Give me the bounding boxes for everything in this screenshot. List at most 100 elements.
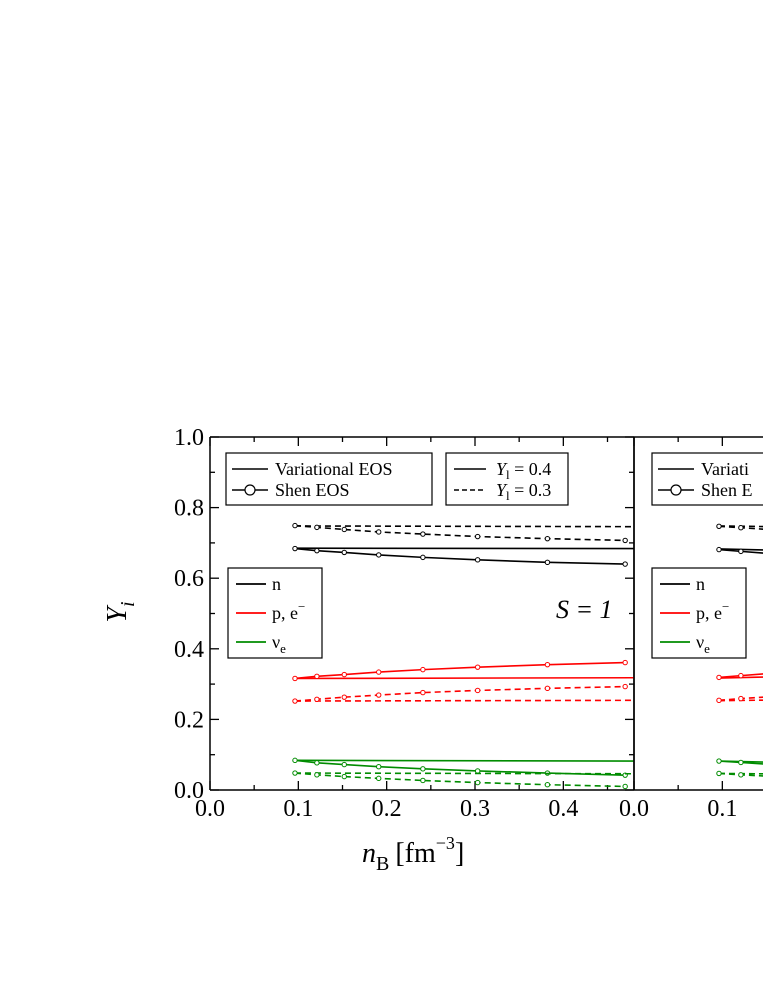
legend-yl-prefix: Y (496, 459, 508, 479)
shen-point (544, 685, 551, 692)
x-axis-label-unit: [fm (395, 838, 436, 869)
shen-point (376, 764, 382, 770)
shen-point (544, 661, 551, 668)
x-axis-label-main: n (362, 838, 376, 869)
shen-point (292, 522, 298, 529)
shen-point (622, 537, 628, 544)
shen-point (738, 772, 744, 778)
series-p-yl04-variational (294, 676, 634, 680)
shen-point (420, 777, 426, 784)
y-tick-label: 0.4 (174, 637, 204, 663)
y-tick-label: 0.2 (174, 707, 204, 733)
legend-model-box (225, 452, 433, 506)
x-tick-label: 0.2 (372, 796, 402, 822)
shen-point (738, 672, 744, 679)
y-tick-label: 0.8 (174, 496, 204, 522)
legend-yl-label: Yl = 0.3 (496, 480, 551, 503)
shen-point (314, 673, 320, 680)
shen-point (716, 674, 722, 681)
legend-species-label: n (272, 574, 281, 594)
legend-yl-prefix: Y (496, 480, 508, 500)
shen-point (474, 664, 481, 670)
y-axis-label: Yi (102, 601, 139, 622)
legend-yl-suffix: = 0.4 (510, 459, 552, 479)
legend-model-label: Shen E (701, 480, 753, 500)
legend-yl-sub: l (506, 467, 510, 482)
shen-point (420, 766, 426, 772)
legend-circle-sample (670, 484, 682, 496)
shen-point (544, 535, 551, 542)
shen-point (314, 547, 320, 554)
legend-species: np, e−νe (227, 567, 323, 659)
shen-point (341, 671, 347, 678)
y-axis-label-main: Y (102, 604, 133, 623)
series-p-yl04-shen (294, 661, 626, 680)
x-tick-label: 0.0 (195, 796, 225, 822)
shen-point (544, 782, 551, 788)
shen-point (474, 779, 481, 786)
series-nu_e-yl04-variational (294, 759, 634, 762)
shen-point (341, 526, 347, 533)
shen-point (376, 529, 382, 535)
shen-point (341, 549, 347, 556)
legend-yl: Yl = 0.4Yl = 0.3 (445, 452, 569, 506)
legend-species: n p, e− νe (651, 567, 747, 659)
legend-species-label: νe (696, 632, 710, 656)
legend-yl-label: Yl = 0.4 (496, 459, 551, 482)
legend-species-label: p, e− (272, 599, 305, 623)
shen-point (292, 545, 298, 552)
y-tick-label: 0.6 (174, 566, 204, 592)
shen-point (314, 760, 320, 766)
shen-point (292, 757, 298, 764)
shen-point (420, 531, 426, 537)
shen-point (376, 775, 382, 782)
legend-model-label: Variational EOS (275, 459, 392, 479)
legend-yl-box (445, 452, 569, 506)
x-axis-label-exp: −3 (436, 833, 455, 853)
legend-species-text: ν (272, 632, 280, 652)
legend-species-label: n (696, 574, 705, 594)
legend-yl-sub: l (506, 488, 510, 503)
series-group (716, 523, 763, 778)
legend-yl-suffix: = 0.3 (510, 480, 552, 500)
shen-point (716, 546, 722, 553)
shen-point (622, 561, 628, 567)
legend-model-box (651, 452, 763, 506)
shen-point (341, 694, 347, 700)
legend-species-text: n (272, 574, 281, 594)
legend-species-sup: − (722, 599, 729, 614)
shen-point (474, 557, 481, 563)
shen-point (716, 770, 722, 777)
x-tick-label: 0.3 (460, 796, 490, 822)
legend-species-label: p, e− (696, 599, 729, 623)
legend-circle-sample (244, 484, 256, 496)
series-n-yl03-variational (294, 525, 634, 528)
shen-point (420, 689, 426, 696)
shen-point (738, 759, 744, 766)
shen-point (544, 559, 551, 566)
legend-species-text: p, e (272, 603, 298, 623)
shen-point (716, 523, 722, 530)
shen-point (376, 692, 382, 698)
series-p-yl03-shen (294, 685, 626, 702)
legend-species-text: ν (696, 632, 704, 652)
x-axis-label: nB[fm−3] (362, 833, 464, 875)
shen-point (716, 697, 722, 704)
legend-species-sup: − (298, 599, 305, 614)
shen-point (474, 533, 481, 540)
y-tick-label: 0.0 (174, 778, 204, 804)
legend-species-sub: e (704, 641, 710, 656)
shen-point (420, 554, 426, 561)
shen-point (314, 524, 320, 531)
series-n-yl03-shen (294, 524, 626, 542)
panel-annotation: S = 1 (556, 595, 613, 624)
shen-point (474, 768, 481, 774)
x-tick-label: 0.1 (283, 796, 313, 822)
shen-point (622, 683, 628, 690)
series-p-yl03-variational (294, 699, 634, 702)
